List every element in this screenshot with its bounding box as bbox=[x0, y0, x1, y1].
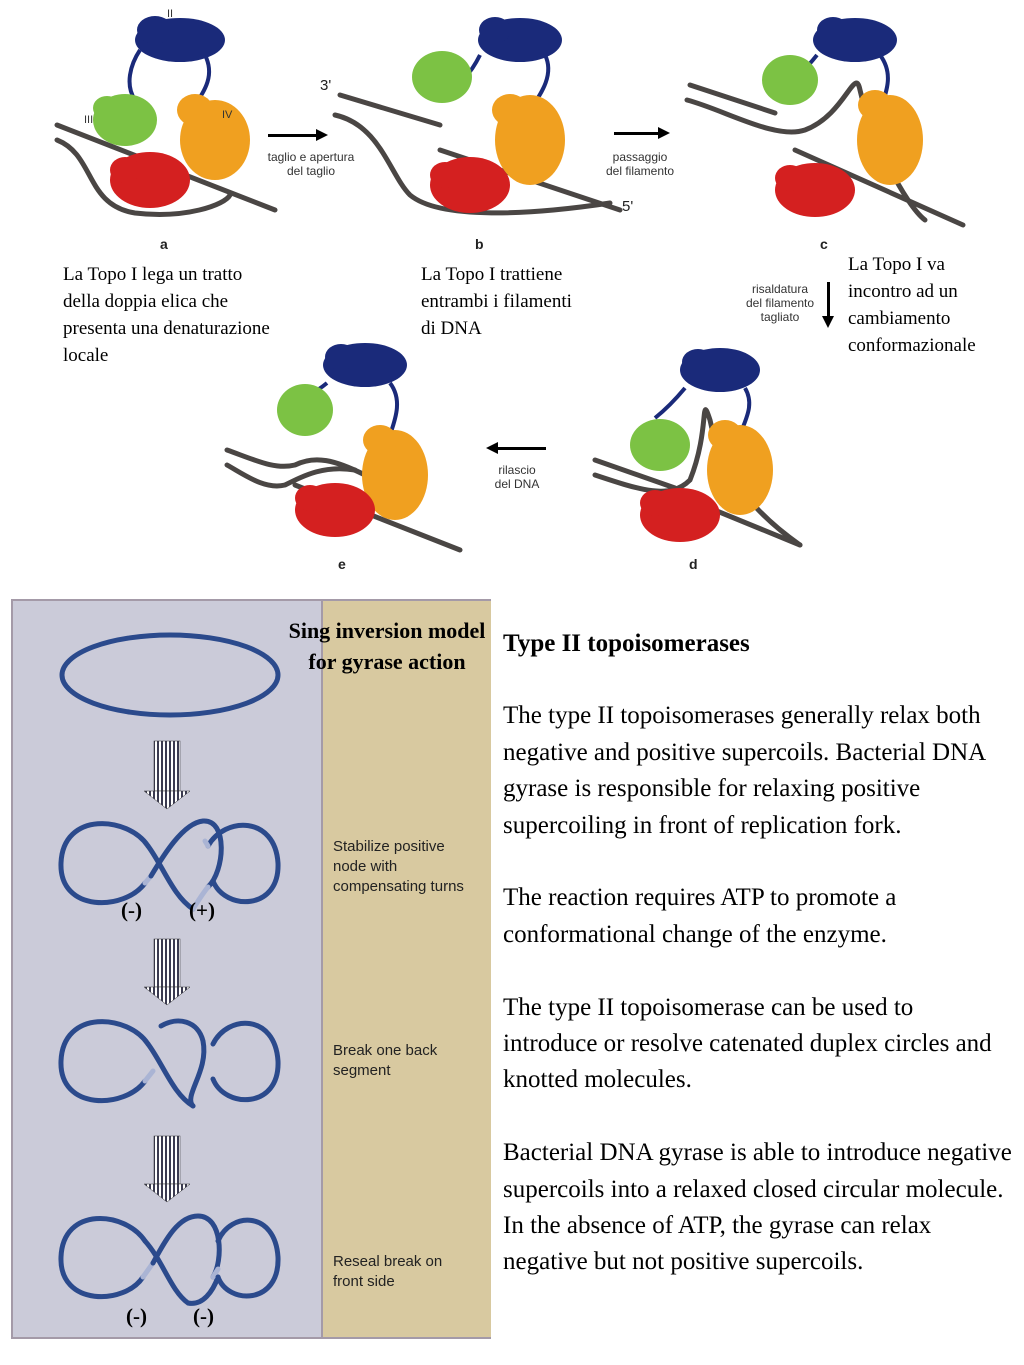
domain-III bbox=[412, 51, 472, 103]
domain-I bbox=[640, 488, 720, 542]
domain-label-IV: IV bbox=[222, 109, 233, 121]
arrow-b-to-c bbox=[614, 127, 670, 139]
paragraph-2: The reaction requires ATP to promote a c… bbox=[503, 884, 897, 948]
caption-a: La Topo I lega un tratto della doppia el… bbox=[63, 264, 270, 366]
domain-label-II: II bbox=[167, 8, 174, 20]
step-reseal: Reseal break on front side bbox=[333, 1253, 443, 1290]
step-label-passage: passaggio del filamento bbox=[605, 150, 675, 178]
gyrase-model-figure: Sing inversion model for gyrase action S… bbox=[11, 599, 491, 1339]
step-label-cut: taglio e apertura del taglio bbox=[267, 150, 355, 178]
paragraph-1: The type II topoisomerases generally rel… bbox=[503, 702, 985, 839]
supercoil-resealed bbox=[58, 1213, 281, 1306]
panel-letter-d: d bbox=[689, 556, 698, 572]
domain-IV bbox=[492, 94, 565, 185]
gyrase-label-column bbox=[321, 601, 491, 1337]
down-arrow-2 bbox=[143, 938, 191, 1006]
sign-negative-row1: (-) bbox=[121, 898, 142, 922]
panel-c-illustration bbox=[684, 17, 966, 228]
relaxed-circle bbox=[59, 632, 281, 718]
caption-b: La Topo I trattiene entrambi i filamenti… bbox=[421, 264, 572, 339]
domain-IV bbox=[857, 90, 923, 185]
supercoil-broken bbox=[58, 1018, 281, 1109]
panel-letter-e: e bbox=[338, 556, 346, 572]
paragraph-4: Bacterial DNA gyrase is able to introduc… bbox=[503, 1139, 1012, 1276]
down-arrow-1 bbox=[143, 740, 191, 810]
arrow-a-to-b bbox=[268, 129, 328, 141]
section-heading: Type II topoisomerases bbox=[503, 630, 750, 657]
caption-c: La Topo I va incontro ad un cambiamento … bbox=[848, 254, 976, 356]
domain-I bbox=[430, 157, 510, 213]
sign-negative-row3-right: (-) bbox=[193, 1304, 214, 1328]
domain-I bbox=[295, 483, 375, 537]
step-label-reseal: risaldatura del filamento tagliato bbox=[745, 282, 815, 324]
domain-IV bbox=[707, 420, 773, 515]
domain-I bbox=[775, 163, 855, 217]
step-break: Break one back segment bbox=[333, 1042, 438, 1079]
panel-letter-a: a bbox=[160, 236, 168, 252]
domain-label-III: III bbox=[84, 114, 94, 126]
gyrase-title: Sing inversion model for gyrase action bbox=[288, 618, 486, 674]
domain-III bbox=[630, 419, 690, 471]
sign-negative-row3-left: (-) bbox=[126, 1304, 147, 1328]
step-label-release: rilascio del DNA bbox=[494, 463, 540, 491]
panel-letter-c: c bbox=[820, 236, 828, 252]
domain-I bbox=[110, 152, 190, 208]
panel-b-illustration bbox=[332, 17, 623, 216]
step-stabilize: Stabilize positive node with compensatin… bbox=[333, 838, 464, 895]
domain-III bbox=[277, 384, 333, 436]
arrow-d-to-e bbox=[486, 442, 546, 454]
panel-d-illustration bbox=[592, 348, 803, 548]
domain-IV bbox=[362, 425, 428, 520]
paragraph-3: The type II topoisomerase can be used to… bbox=[503, 993, 992, 1094]
type-ii-text: Type II topoisomerases The type II topoi… bbox=[503, 626, 1013, 1317]
arrow-c-to-d bbox=[822, 282, 834, 328]
domain-III bbox=[762, 55, 818, 105]
sign-positive-row1: (+) bbox=[189, 898, 215, 922]
strand-end-5prime: 5' bbox=[622, 198, 634, 215]
strand-end-3prime: 3' bbox=[320, 77, 332, 94]
panel-a-illustration bbox=[54, 16, 278, 217]
domain-III bbox=[93, 94, 157, 146]
domain-II bbox=[127, 16, 225, 107]
gyrase-diagram bbox=[58, 632, 281, 1306]
panel-e-illustration bbox=[224, 343, 463, 553]
panel-letter-b: b bbox=[475, 236, 484, 252]
down-arrow-3 bbox=[143, 1135, 191, 1203]
supercoil-stabilized bbox=[58, 818, 281, 912]
domain-IV bbox=[177, 94, 250, 180]
